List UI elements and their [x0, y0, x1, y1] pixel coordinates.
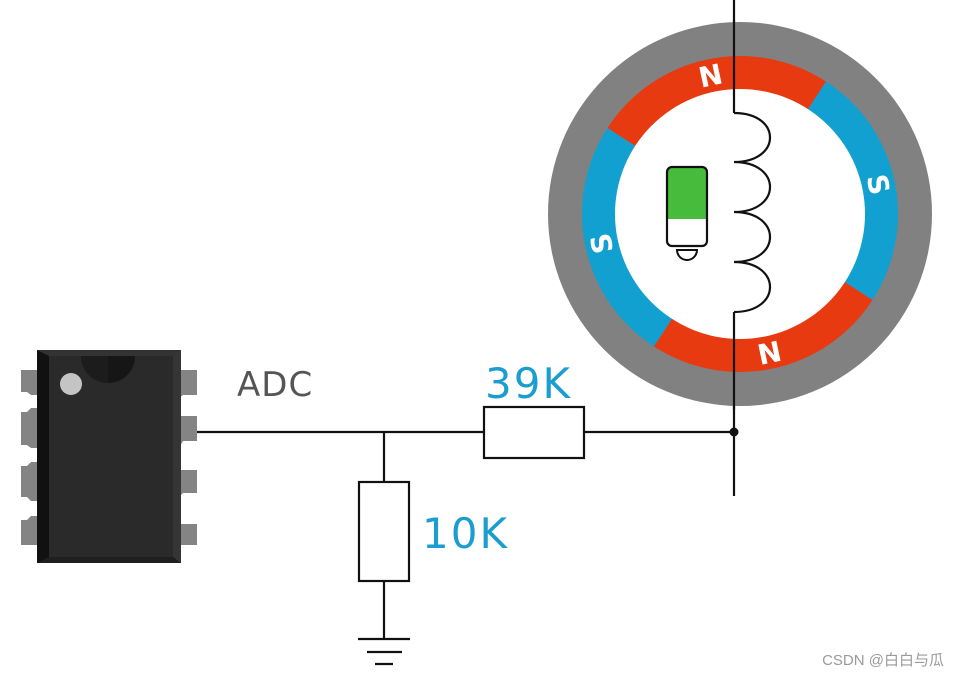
chip-top-bevel	[37, 350, 181, 356]
resistor-10k-label: 10K	[422, 509, 509, 558]
ic-chip	[21, 350, 197, 563]
chip-notch-shade	[108, 356, 135, 383]
motor-inner	[615, 89, 865, 339]
chip-pin	[21, 408, 37, 448]
chip-pin	[21, 462, 37, 501]
chip-pin	[21, 370, 37, 395]
hall-sensor-outline	[665, 165, 709, 248]
adc-label: ADC	[237, 365, 313, 405]
hall-sensor-dome	[675, 249, 699, 261]
watermark: CSDN @白白与瓜	[822, 652, 944, 669]
chip-pins-left	[21, 370, 37, 545]
coil-icon	[733, 111, 771, 314]
resistor-10k	[357, 480, 411, 583]
junction-dot	[729, 427, 739, 437]
chip-bottom-bevel	[37, 557, 181, 563]
chip-pin	[21, 516, 37, 545]
resistor-39k-label: 39K	[485, 359, 572, 408]
chip-left-edge	[37, 350, 49, 563]
pin1-marker	[60, 373, 82, 395]
ground-icon	[358, 637, 410, 666]
hall-sensor-fill	[667, 167, 707, 219]
resistor-39k	[482, 405, 586, 460]
hall-sensor-icon	[665, 165, 709, 261]
chip-right-bevel	[173, 350, 181, 563]
